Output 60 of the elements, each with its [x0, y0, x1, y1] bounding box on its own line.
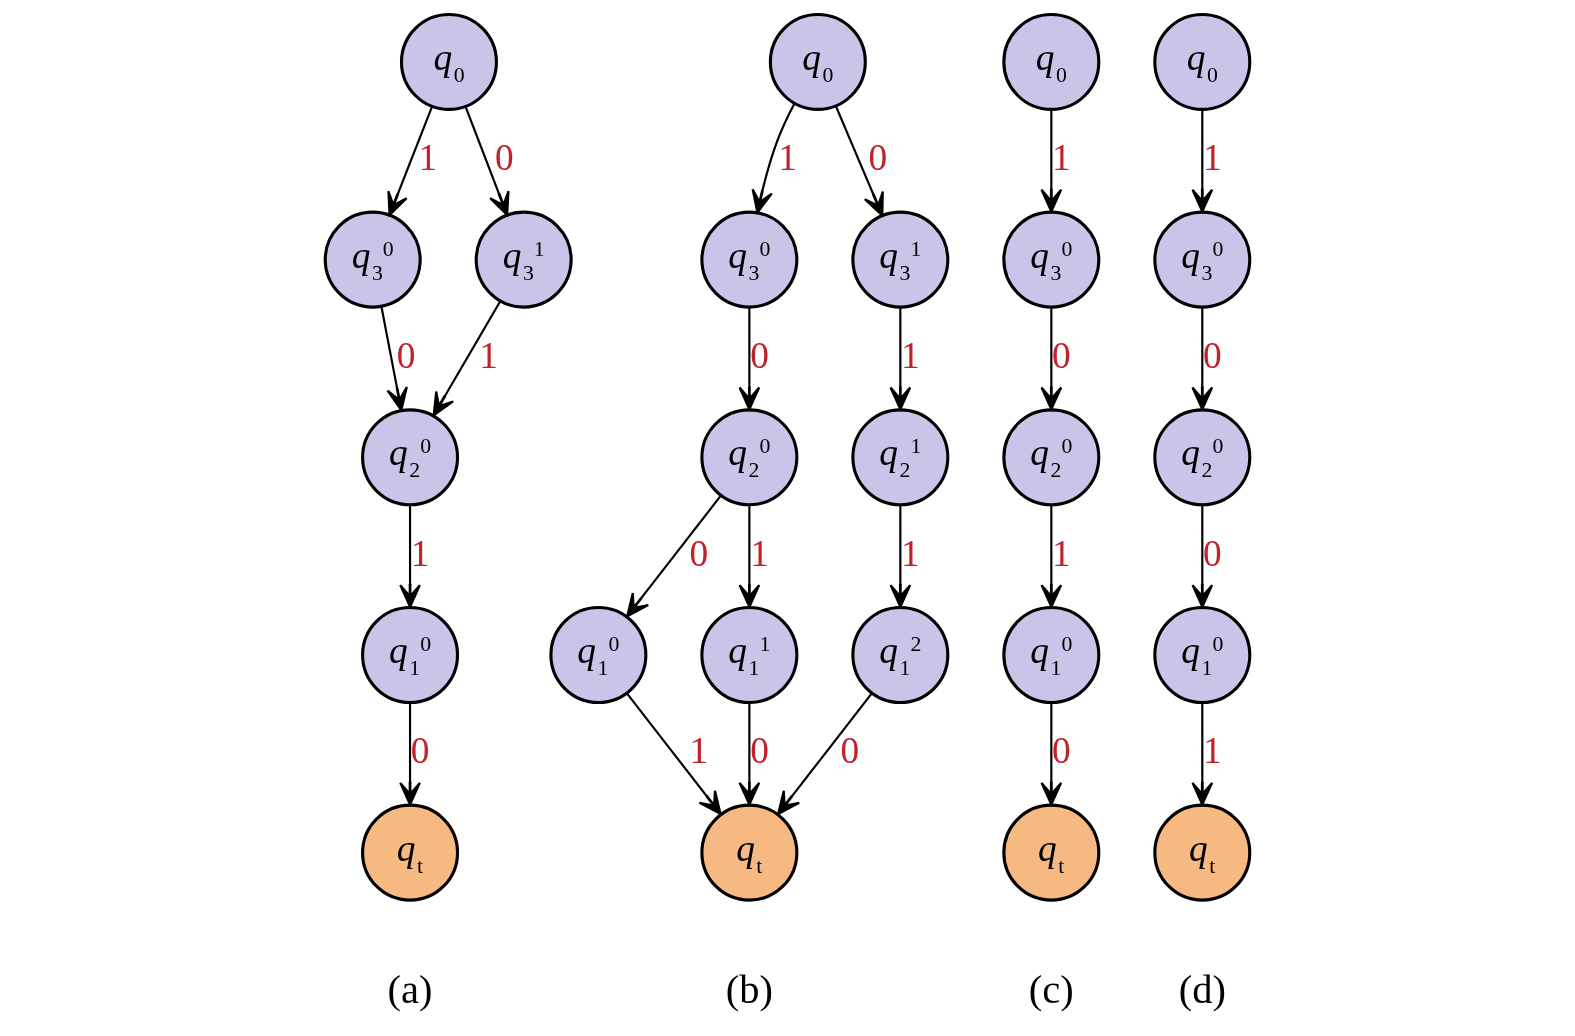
arrow: [464, 106, 510, 217]
edge-label: 1: [1052, 532, 1071, 574]
node-circle: q$_{0}$: [399, 12, 498, 111]
arrow: [625, 692, 722, 816]
edge-label: 0: [750, 335, 769, 377]
node-circle: q$_{0}$: [1153, 12, 1252, 111]
edge-label: 1: [901, 532, 920, 574]
edge-label: 0: [868, 137, 888, 179]
arrow: [738, 307, 761, 411]
arrow: [626, 494, 722, 618]
node-circle: q$_{t}$: [361, 803, 460, 902]
edge-label: 1: [778, 137, 797, 179]
node-circle: q$_{t}$: [700, 803, 799, 902]
edge-label: 1: [1052, 137, 1071, 179]
arrow: [751, 102, 796, 214]
arrow: [889, 307, 912, 411]
edge-label: 1: [901, 335, 920, 377]
edge-label: 0: [689, 532, 709, 574]
edge-label: 0: [750, 730, 769, 772]
edge-label: 1: [418, 137, 438, 179]
edge-label: 1: [410, 532, 430, 574]
edge-label: 0: [494, 137, 514, 179]
arrow: [399, 702, 421, 806]
arrow: [380, 306, 408, 412]
arrow: [1191, 307, 1214, 411]
arrow: [1040, 504, 1063, 609]
edge-label: 0: [840, 730, 860, 772]
node-circle: q$_{t}$: [1153, 803, 1252, 902]
arrow: [1191, 702, 1214, 806]
arrow: [1191, 109, 1214, 213]
edge-label: 1: [1203, 730, 1222, 772]
arrow: [387, 106, 434, 217]
arrow: [1040, 109, 1063, 213]
arrow: [777, 692, 873, 816]
arrow: [1040, 702, 1063, 806]
edge-label: 0: [1203, 532, 1222, 574]
arrow: [1040, 307, 1063, 411]
edge-label: 0: [1052, 730, 1071, 772]
arrow: [399, 504, 421, 609]
edge-label: 0: [1052, 335, 1071, 377]
label: (d): [1178, 966, 1226, 1012]
edge-label: 0: [410, 730, 430, 772]
node-circle: q$_{t}$: [1002, 803, 1101, 902]
arrow: [738, 702, 761, 806]
arrow: [834, 105, 884, 217]
node-circle: q$_{0}$: [768, 12, 867, 111]
edge-label: 1: [689, 730, 709, 772]
arrow: [738, 504, 761, 609]
edge-label: 1: [750, 532, 769, 574]
node-circle: q$_{0}$: [1002, 12, 1101, 111]
edge-label: 0: [396, 335, 416, 377]
arrow: [432, 300, 502, 417]
edge-label: 1: [1203, 137, 1222, 179]
arrow: [1191, 504, 1214, 609]
edge-label: 0: [1203, 335, 1222, 377]
edge-label: 1: [479, 335, 498, 377]
label: (a): [387, 966, 433, 1012]
label: (b): [725, 966, 773, 1012]
arrow: [889, 504, 912, 609]
label: (c): [1028, 966, 1074, 1012]
